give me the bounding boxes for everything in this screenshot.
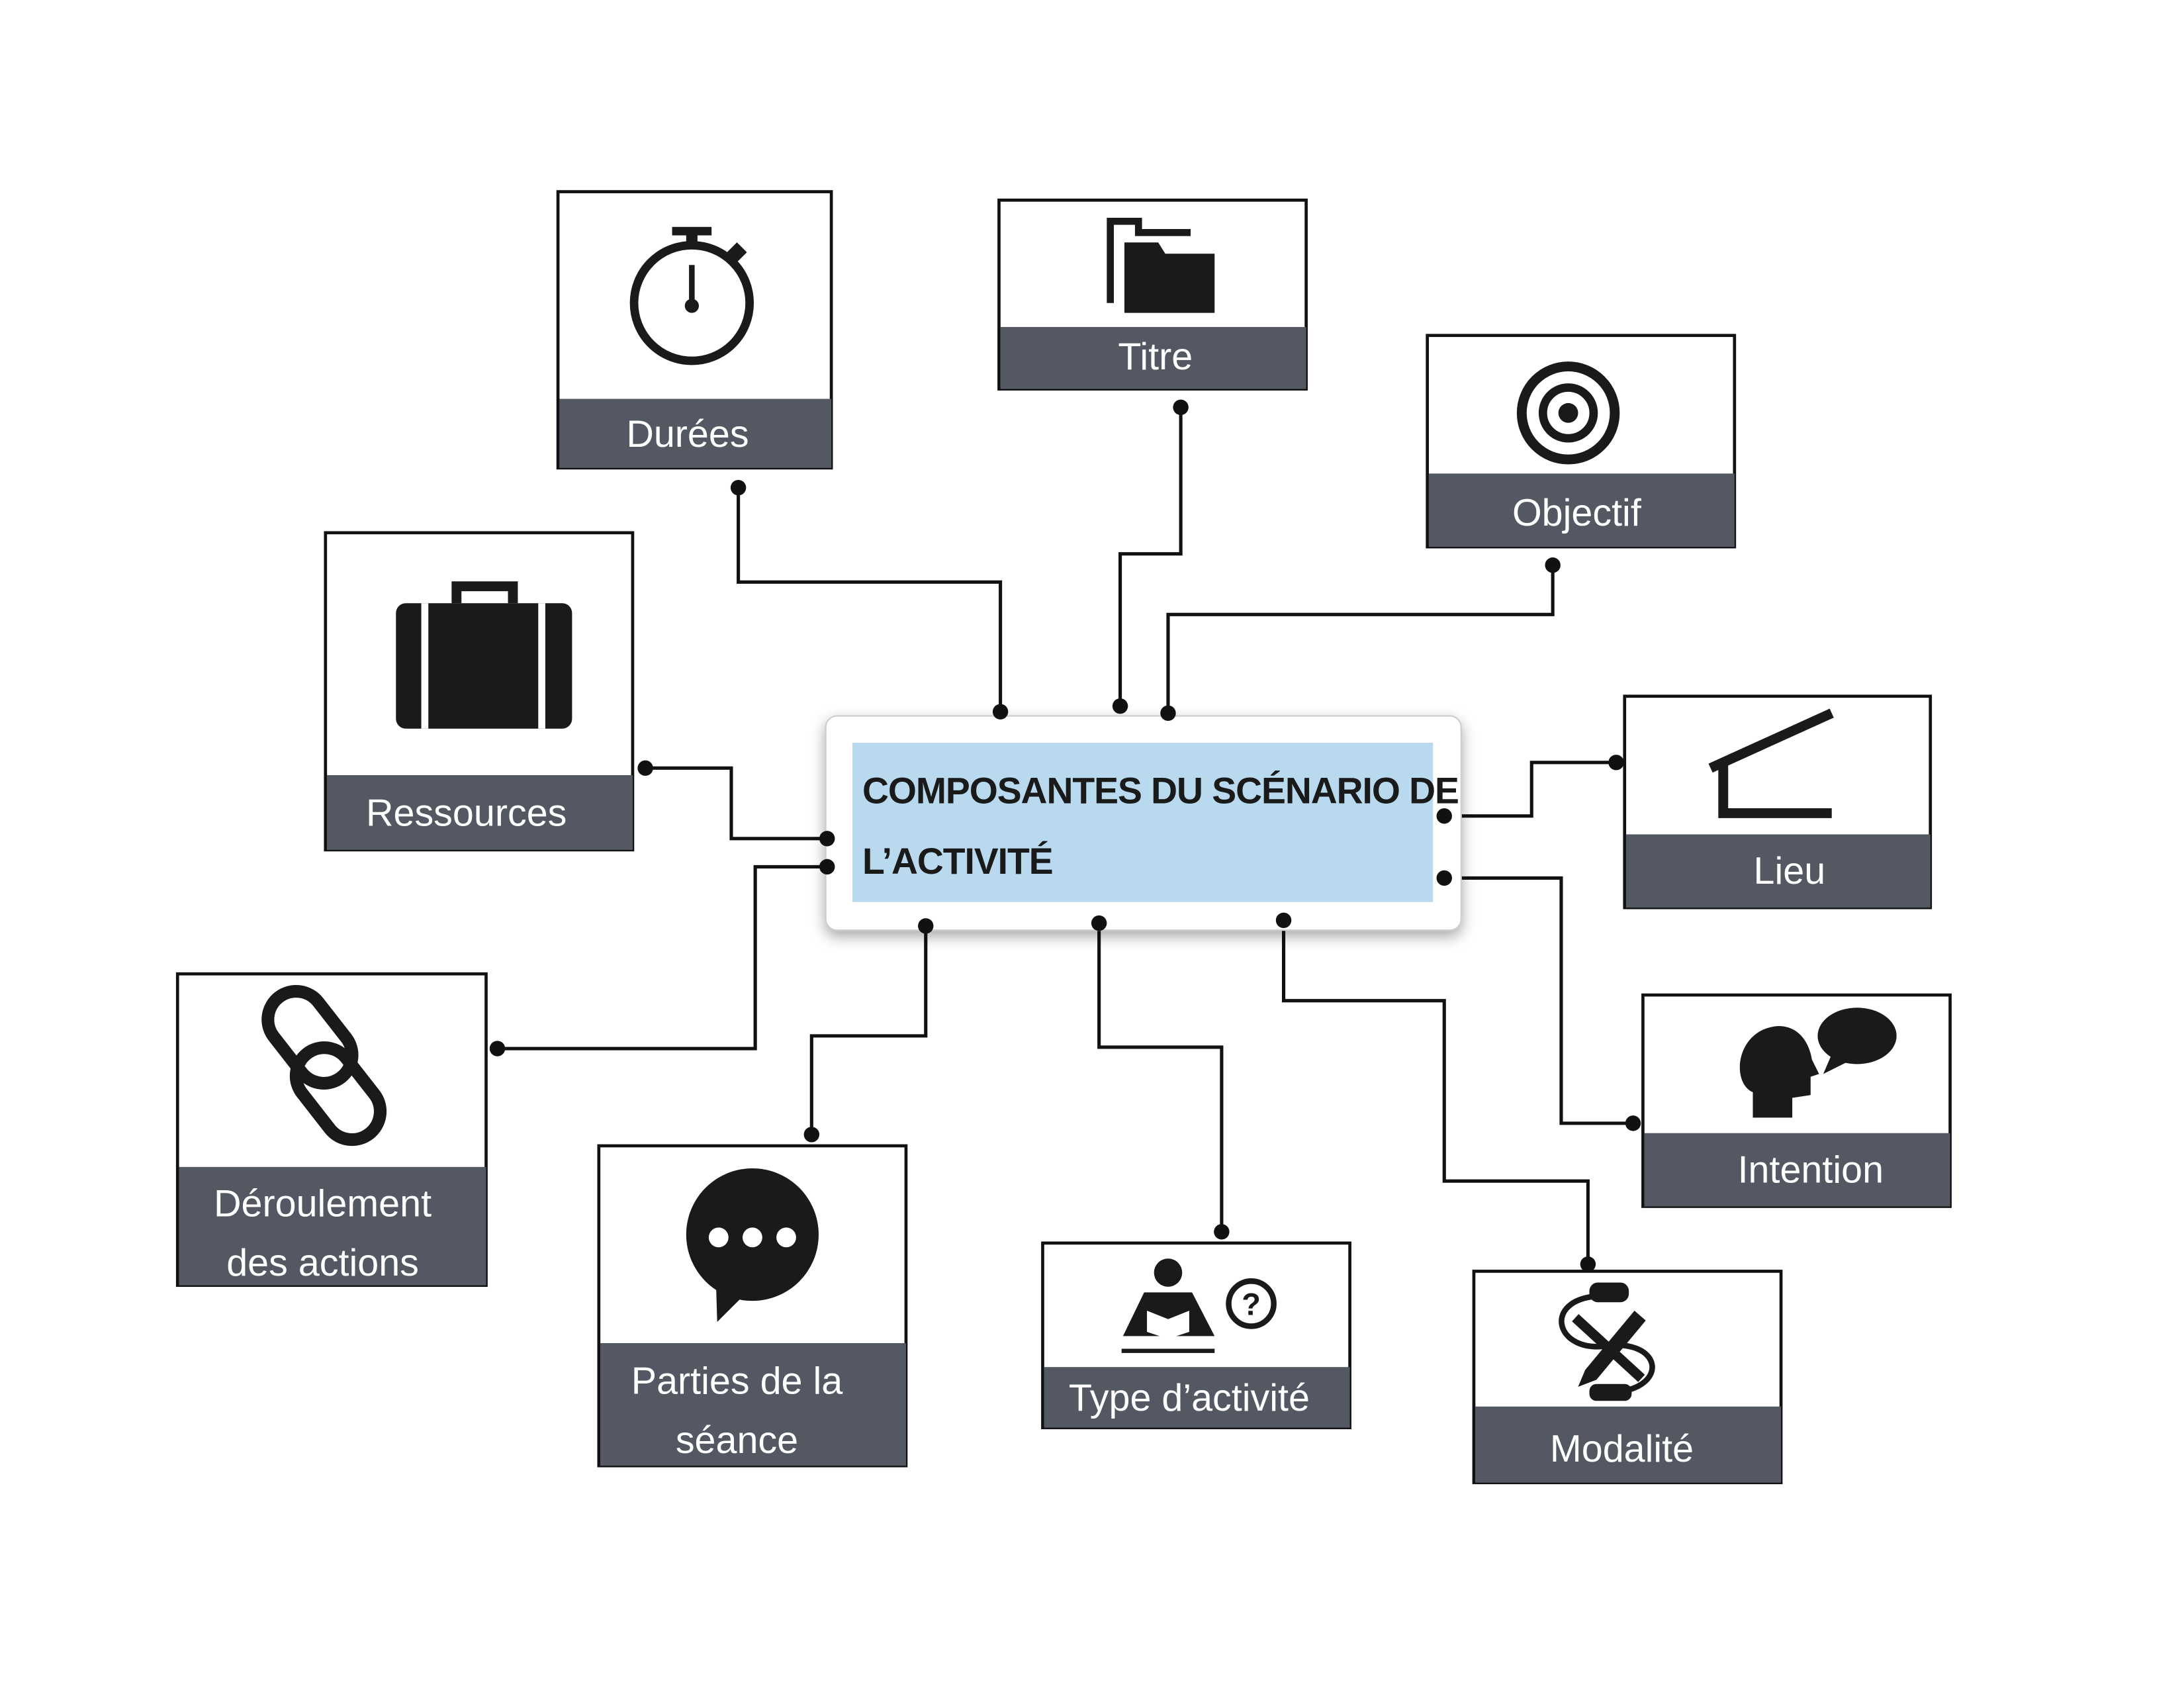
node-label: Intention [1738,1149,1884,1191]
node-titre: Titre [997,199,1308,391]
node-label: Durées [626,413,749,455]
node-durees: Durées [556,190,833,470]
node-deroulement: Déroulement des actions [175,972,488,1288]
tools-icon [1559,1282,1655,1401]
connectors [497,407,1633,1264]
speaking-head-icon [1739,1008,1897,1118]
node-label: Titre [1118,336,1193,378]
house-outline-icon [1708,708,1834,818]
central-title-line2: L’ACTIVITÉ [862,841,1053,882]
connector-deroulement [497,865,827,1051]
node-label: Lieu [1754,850,1826,892]
reader-question-icon: ? [1121,1258,1277,1353]
node-label-line1: Parties de la [631,1360,842,1403]
node-modalite: Modalité [1472,1270,1783,1485]
node-label-line2: des actions [226,1242,419,1284]
chain-link-icon [261,984,387,1147]
node-label-line2: séance [676,1419,798,1462]
folders-icon [1107,217,1215,313]
speech-bubble-icon [686,1168,819,1323]
connector-ressources [645,766,827,841]
node-ressources: Ressources [324,531,635,852]
connector-modalite [1281,920,1590,1264]
node-intention: Intention [1641,993,1952,1208]
connector-type [1097,923,1224,1232]
connector-lieu [1444,761,1616,818]
connector-titre [1118,407,1183,706]
node-label: Ressources [366,792,567,835]
stopwatch-icon [629,226,754,365]
node-label: Objectif [1512,492,1642,534]
node-label-line1: Déroulement [214,1182,432,1225]
connector-durees [737,487,1003,712]
connector-parties [809,925,928,1135]
node-type: ? Type d’activité [1041,1241,1351,1430]
node-lieu: Lieu [1623,694,1933,910]
node-label: Type d’activité [1069,1377,1310,1419]
svg-text:?: ? [1242,1287,1261,1321]
central-node: COMPOSANTES DU SCÉNARIO DE L’ACTIVITÉ [825,715,1462,931]
target-icon [1516,361,1620,465]
connector-objectif [1166,565,1555,714]
briefcase-icon [396,581,572,729]
central-title-line1: COMPOSANTES DU SCÉNARIO DE [862,771,1459,812]
connector-intention [1444,876,1633,1125]
node-parties: Parties de la séance [597,1144,908,1468]
connector-dots [489,399,1641,1272]
node-label: Modalité [1550,1428,1694,1470]
node-objectif: Objectif [1426,334,1737,549]
